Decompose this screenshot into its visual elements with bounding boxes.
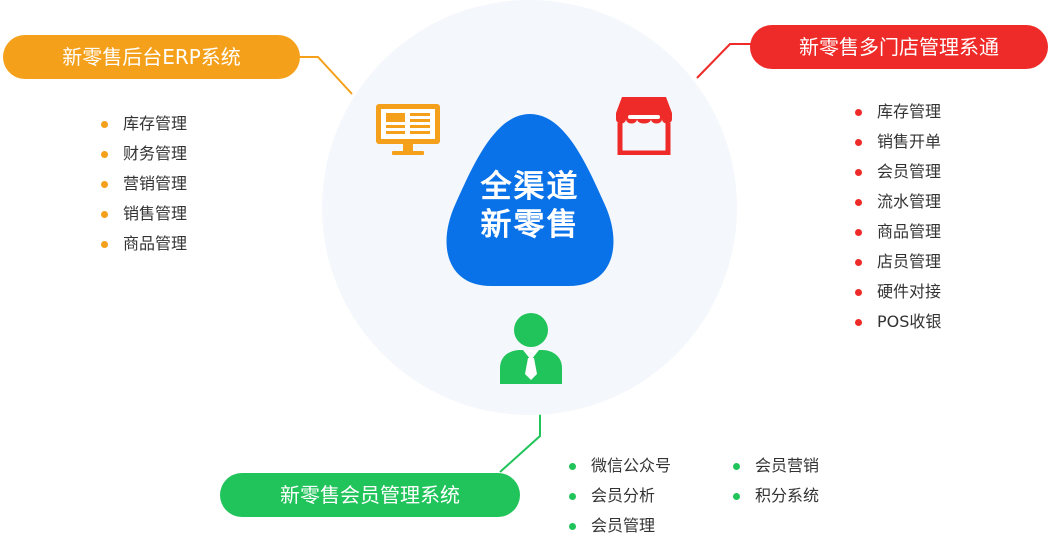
list-item: 微信公众号 xyxy=(569,451,671,481)
erp-system-badge: 新零售后台ERP系统 xyxy=(3,35,300,79)
store-feature-list: 库存管理 销售开单 会员管理 流水管理 商品管理 店员管理 硬件对接 POS收银 xyxy=(855,97,941,337)
member-connector xyxy=(499,414,541,473)
center-title-line2: 新零售 xyxy=(480,207,580,243)
store-system-badge: 新零售多门店管理系通 xyxy=(750,25,1048,69)
erp-feature-list: 库存管理 财务管理 营销管理 销售管理 商品管理 xyxy=(101,109,187,259)
monitor-icon xyxy=(376,104,440,155)
list-item: POS收银 xyxy=(855,307,941,337)
store-connector xyxy=(696,43,752,79)
list-item: 商品管理 xyxy=(855,217,941,247)
list-item: 销售开单 xyxy=(855,127,941,157)
list-item: 营销管理 xyxy=(101,169,187,199)
list-item: 流水管理 xyxy=(855,187,941,217)
list-item: 会员分析 xyxy=(569,481,671,511)
list-item: 积分系统 xyxy=(733,481,819,511)
member-feature-list-col2: 会员营销 积分系统 xyxy=(733,451,819,511)
member-system-badge: 新零售会员管理系统 xyxy=(220,473,520,517)
erp-connector xyxy=(298,56,353,95)
list-item: 库存管理 xyxy=(101,109,187,139)
center-title-line1: 全渠道 xyxy=(480,169,580,205)
storefront-icon xyxy=(616,97,672,155)
list-item: 财务管理 xyxy=(101,139,187,169)
list-item: 销售管理 xyxy=(101,199,187,229)
member-feature-list-col1: 微信公众号 会员分析 会员管理 xyxy=(569,451,671,535)
member-user-icon xyxy=(500,313,562,384)
list-item: 商品管理 xyxy=(101,229,187,259)
center-blob xyxy=(446,114,614,286)
list-item: 库存管理 xyxy=(855,97,941,127)
list-item: 会员管理 xyxy=(569,511,671,535)
list-item: 会员管理 xyxy=(855,157,941,187)
center-title: 全渠道 新零售 xyxy=(445,168,615,244)
list-item: 硬件对接 xyxy=(855,277,941,307)
list-item: 店员管理 xyxy=(855,247,941,277)
list-item: 会员营销 xyxy=(733,451,819,481)
